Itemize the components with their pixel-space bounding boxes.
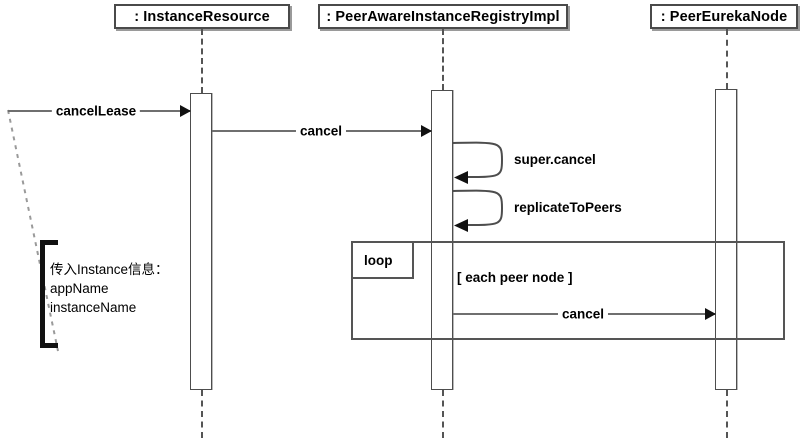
self-call-super-cancel[interactable] <box>452 140 512 184</box>
arrowhead-icon <box>421 125 432 137</box>
lifeline-line-instance-resource-top <box>201 29 203 93</box>
self-call-replicate-to-peers[interactable] <box>452 188 512 232</box>
lifeline-header-label: : PeerAwareInstanceRegistryImpl <box>326 8 560 25</box>
arrowhead-icon <box>705 308 716 320</box>
self-call-label-replicate-to-peers: replicateToPeers <box>514 200 622 215</box>
lifeline-header-label: : PeerEurekaNode <box>660 8 788 25</box>
note-bracket <box>40 240 58 348</box>
message-label-cancel: cancel <box>295 123 347 139</box>
lifeline-header-peer-eureka-node[interactable]: : PeerEurekaNode <box>650 4 798 29</box>
arrowhead-icon <box>180 105 191 117</box>
lifeline-line-peer-aware-instance-registry-impl-bottom <box>442 390 444 438</box>
message-label-cancel-lease: cancelLease <box>51 103 141 119</box>
lifeline-line-peer-eureka-node-top <box>726 29 728 89</box>
lifeline-header-label: : InstanceResource <box>134 8 270 25</box>
activation-bar-peer-aware-instance-registry-impl <box>431 90 453 390</box>
lifeline-line-instance-resource-bottom <box>201 390 203 438</box>
note-text: 传入Instance信息： appName instanceName <box>50 262 169 315</box>
activation-bar-instance-resource <box>190 93 212 390</box>
loop-fragment-guard-label: [ each peer node ] <box>457 270 573 285</box>
loop-fragment-operator-label: loop <box>364 252 393 268</box>
lifeline-line-peer-aware-instance-registry-impl-top <box>442 29 444 90</box>
loop-fragment-operator-tag: loop <box>353 243 414 279</box>
self-call-label-super-cancel: super.cancel <box>514 152 596 167</box>
lifeline-line-peer-eureka-node-bottom <box>726 390 728 438</box>
loop-fragment <box>351 241 785 340</box>
activation-bar-peer-eureka-node <box>715 89 737 390</box>
lifeline-header-peer-aware-instance-registry-impl[interactable]: : PeerAwareInstanceRegistryImpl <box>318 4 568 29</box>
lifeline-header-instance-resource[interactable]: : InstanceResource <box>114 4 290 29</box>
message-label-loop-cancel: cancel <box>557 306 609 322</box>
